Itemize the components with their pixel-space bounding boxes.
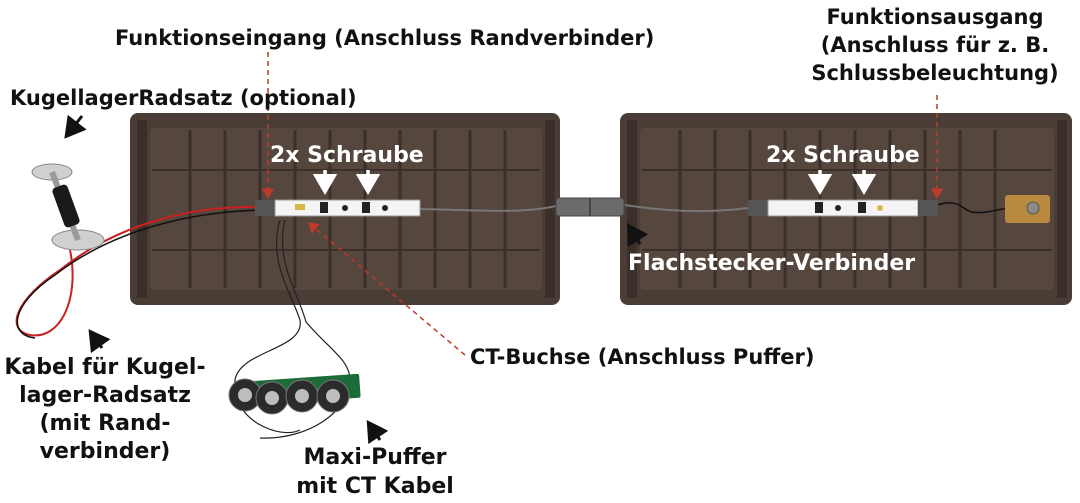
maxi-puffer bbox=[228, 373, 361, 415]
label-ct-buchse: CT-Buchse (Anschluss Puffer) bbox=[470, 345, 815, 369]
label-kabel-1: Kabel für Kugel- bbox=[4, 355, 206, 380]
flat-connector bbox=[555, 197, 625, 217]
label-kabel-2: lager-Radsatz bbox=[19, 383, 191, 408]
wheelset-icon bbox=[31, 163, 105, 251]
light-bracket bbox=[1005, 195, 1050, 223]
decoder-left bbox=[255, 199, 421, 217]
label-schraube-left: 2x Schraube bbox=[270, 143, 424, 168]
label-kabel-3: (mit Rand- bbox=[39, 411, 171, 436]
label-funktionsausgang-1: Funktionsausgang bbox=[826, 5, 1044, 29]
label-schraube-right: 2x Schraube bbox=[766, 143, 920, 168]
dashed-pointers bbox=[262, 52, 943, 356]
label-kugellager-radsatz: KugellagerRadsatz (optional) bbox=[10, 86, 357, 110]
label-maxi-1: Maxi-Puffer bbox=[303, 445, 447, 470]
decoder-right bbox=[748, 199, 938, 217]
wires bbox=[15, 202, 1009, 439]
arrow-icon bbox=[64, 114, 649, 445]
capacitor-icon bbox=[228, 378, 350, 415]
label-funktionsausgang-2: (Anschluss für z. B. bbox=[820, 33, 1050, 57]
label-funktionseingang: Funktionseingang (Anschluss Randverbinde… bbox=[115, 26, 655, 50]
label-funktionsausgang-3: Schlussbeleuchtung) bbox=[811, 61, 1059, 85]
screw-arrows bbox=[312, 170, 877, 195]
label-maxi-2: mit CT Kabel bbox=[296, 474, 454, 499]
label-kabel-4: verbinder) bbox=[39, 439, 171, 464]
label-flachstecker: Flachstecker-Verbinder bbox=[628, 251, 916, 276]
